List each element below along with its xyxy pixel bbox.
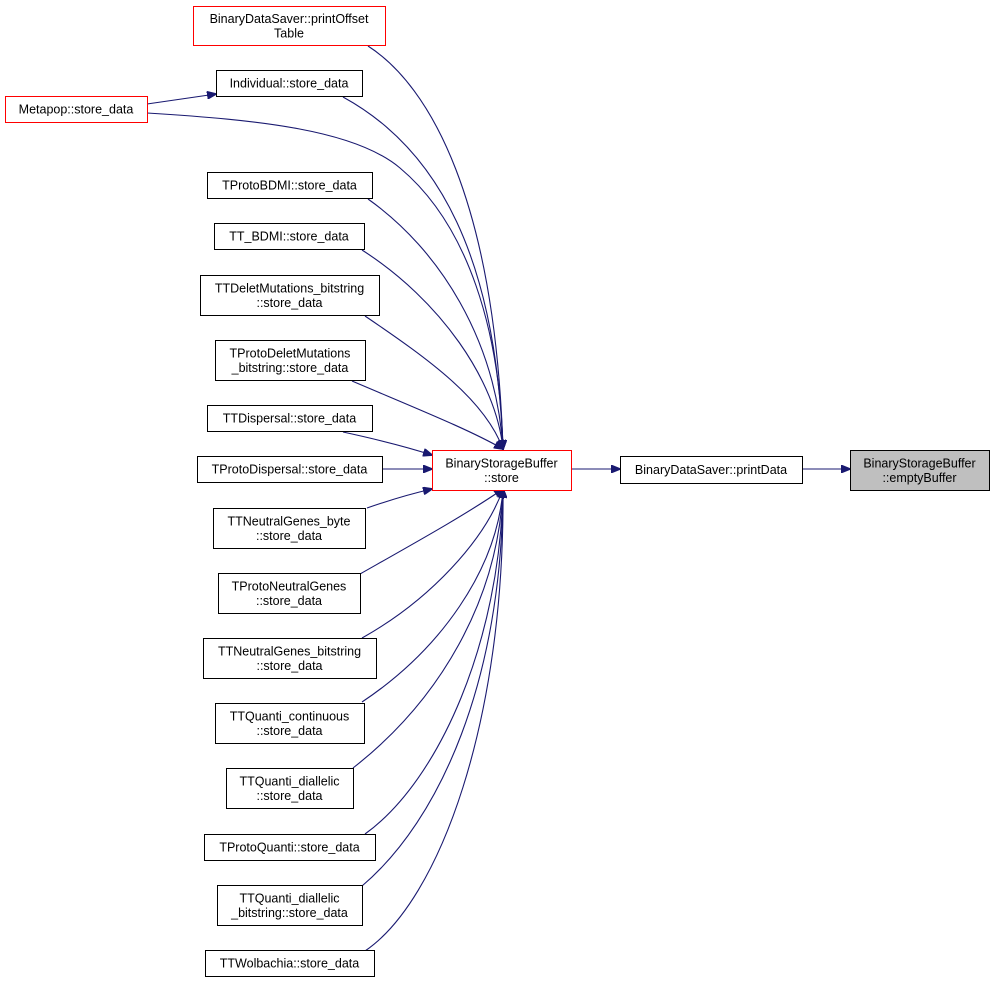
node-label: TTWolbachia::store_data (220, 957, 359, 971)
node-box (214, 223, 365, 250)
node-box (197, 456, 383, 483)
node-label: ::store_data (256, 659, 322, 673)
node-box (203, 638, 377, 679)
node-label: TTNeutralGenes_byte (228, 514, 351, 528)
node-label: TT_BDMI::store_data (229, 230, 349, 244)
node-box (205, 950, 375, 977)
node-box (850, 450, 990, 491)
edge-ttDeletBits-to-store (364, 315, 503, 449)
node-label: ::store (484, 471, 519, 485)
node-ttDispersal[interactable]: TTDispersal::store_data (207, 405, 373, 432)
node-label: BinaryStorageBuffer (445, 456, 557, 470)
node-emptyBuffer: BinaryStorageBuffer::emptyBuffer (850, 450, 990, 491)
node-box (215, 340, 366, 381)
node-individual[interactable]: Individual::store_data (216, 70, 363, 97)
node-label: Individual::store_data (230, 77, 349, 91)
node-tprotoQuanti[interactable]: TProtoQuanti::store_data (204, 834, 376, 861)
node-tprotoDispersal[interactable]: TProtoDispersal::store_data (197, 456, 383, 483)
node-box (216, 70, 363, 97)
edge-ttWolbachia-to-store (364, 489, 503, 952)
node-box (204, 834, 376, 861)
node-label: TProtoQuanti::store_data (219, 841, 359, 855)
edge-ttQuantiCont-to-store (361, 489, 503, 703)
node-ttWolbachia[interactable]: TTWolbachia::store_data (205, 950, 375, 977)
node-box (215, 703, 365, 744)
node-label: TTQuanti_continuous (230, 709, 350, 723)
node-label: BinaryDataSaver::printData (635, 463, 787, 477)
node-label: Metapop::store_data (19, 103, 134, 117)
node-label: Table (274, 26, 304, 40)
edge-ttDispersal-to-store (342, 431, 432, 455)
node-printData[interactable]: BinaryDataSaver::printData (620, 456, 803, 484)
node-metapop[interactable]: Metapop::store_data (5, 96, 148, 123)
node-label: ::store_data (256, 296, 322, 310)
node-tprotoBDMI[interactable]: TProtoBDMI::store_data (207, 172, 373, 199)
node-ttQuantiCont[interactable]: TTQuanti_continuous::store_data (215, 703, 365, 744)
edge-ttQuantiDiallBits-to-store (361, 489, 503, 887)
node-box (226, 768, 354, 809)
nodes-layer: BinaryDataSaver::printOffsetTableIndivid… (5, 6, 990, 977)
edge-ttNeutralBits-to-store (361, 489, 503, 639)
edge-ttBDMI-to-store (361, 249, 503, 449)
edge-tprotoNeutral-to-store (359, 489, 503, 575)
node-label: ::emptyBuffer (882, 471, 956, 485)
node-label: ::store_data (256, 724, 322, 738)
edge-tprotoQuanti-to-store (364, 489, 503, 835)
node-box (193, 6, 386, 46)
edge-metapop-to-store (146, 112, 503, 449)
node-ttNeutralBits[interactable]: TTNeutralGenes_bitstring::store_data (203, 638, 377, 679)
node-box (200, 275, 380, 316)
node-label: TTDeletMutations_bitstring (215, 281, 364, 295)
node-label: _bitstring::store_data (230, 906, 348, 920)
node-ttNeutralByte[interactable]: TTNeutralGenes_byte::store_data (213, 508, 366, 549)
node-label: TProtoDeletMutations (230, 346, 351, 360)
node-label: TProtoBDMI::store_data (222, 179, 357, 193)
node-label: TProtoNeutralGenes (232, 579, 347, 593)
node-label: BinaryDataSaver::printOffset (210, 12, 369, 26)
node-label: ::store_data (256, 789, 322, 803)
edge-tprotoDeletBits-to-store (351, 380, 503, 449)
node-ttQuantiDiallBits[interactable]: TTQuanti_diallelic_bitstring::store_data (217, 885, 363, 926)
edge-tprotoBDMI-to-store (367, 198, 503, 449)
node-box (5, 96, 148, 123)
node-box (217, 885, 363, 926)
node-box (207, 172, 373, 199)
edges-layer (146, 45, 850, 952)
edge-ttQuantiDiall-to-store (352, 489, 503, 769)
node-label: TTDispersal::store_data (223, 412, 356, 426)
node-box (218, 573, 361, 614)
node-store[interactable]: BinaryStorageBuffer::store (432, 450, 572, 491)
edge-printOffsetTable-to-store (367, 45, 503, 449)
node-ttQuantiDiall[interactable]: TTQuanti_diallelic::store_data (226, 768, 354, 809)
node-label: TTQuanti_diallelic (239, 891, 339, 905)
node-label: TTNeutralGenes_bitstring (218, 644, 361, 658)
node-label: TProtoDispersal::store_data (212, 463, 368, 477)
node-label: BinaryStorageBuffer (863, 456, 975, 470)
node-box (432, 450, 572, 491)
node-box (207, 405, 373, 432)
node-tprotoNeutral[interactable]: TProtoNeutralGenes::store_data (218, 573, 361, 614)
node-label: _bitstring::store_data (231, 361, 349, 375)
edge-individual-to-store (342, 96, 503, 449)
edge-metapop-to-individual (146, 94, 216, 105)
node-label: TTQuanti_diallelic (239, 774, 339, 788)
edge-ttNeutralByte-to-store (366, 489, 432, 509)
node-tprotoDeletBits[interactable]: TProtoDeletMutations_bitstring::store_da… (215, 340, 366, 381)
node-label: ::store_data (256, 529, 322, 543)
node-label: ::store_data (256, 594, 322, 608)
node-box (620, 456, 803, 484)
node-box (213, 508, 366, 549)
node-ttDeletBits[interactable]: TTDeletMutations_bitstring::store_data (200, 275, 380, 316)
node-ttBDMI[interactable]: TT_BDMI::store_data (214, 223, 365, 250)
